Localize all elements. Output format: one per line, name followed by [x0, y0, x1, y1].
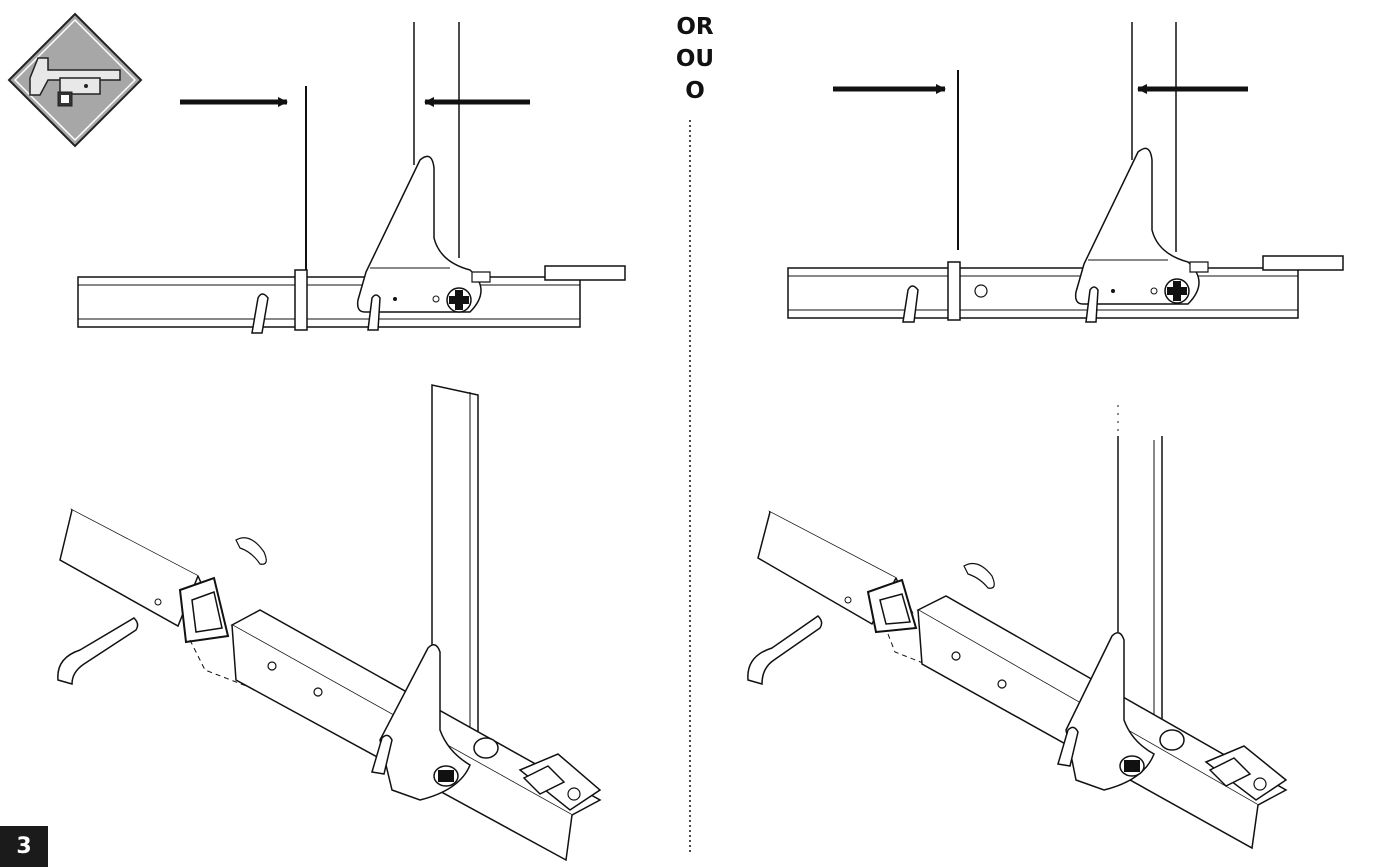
top-left-side-view — [77, 22, 626, 334]
or-label: OR — [676, 14, 714, 40]
bottom-right-isometric-view — [747, 405, 1288, 850]
page-number-badge: 3 — [0, 826, 48, 867]
o-label: O — [685, 78, 705, 104]
top-right-side-view — [787, 22, 1344, 323]
hitch-receiver-icon — [7, 12, 143, 148]
ou-label: OU — [675, 46, 715, 72]
bottom-left-isometric-view — [57, 384, 602, 862]
